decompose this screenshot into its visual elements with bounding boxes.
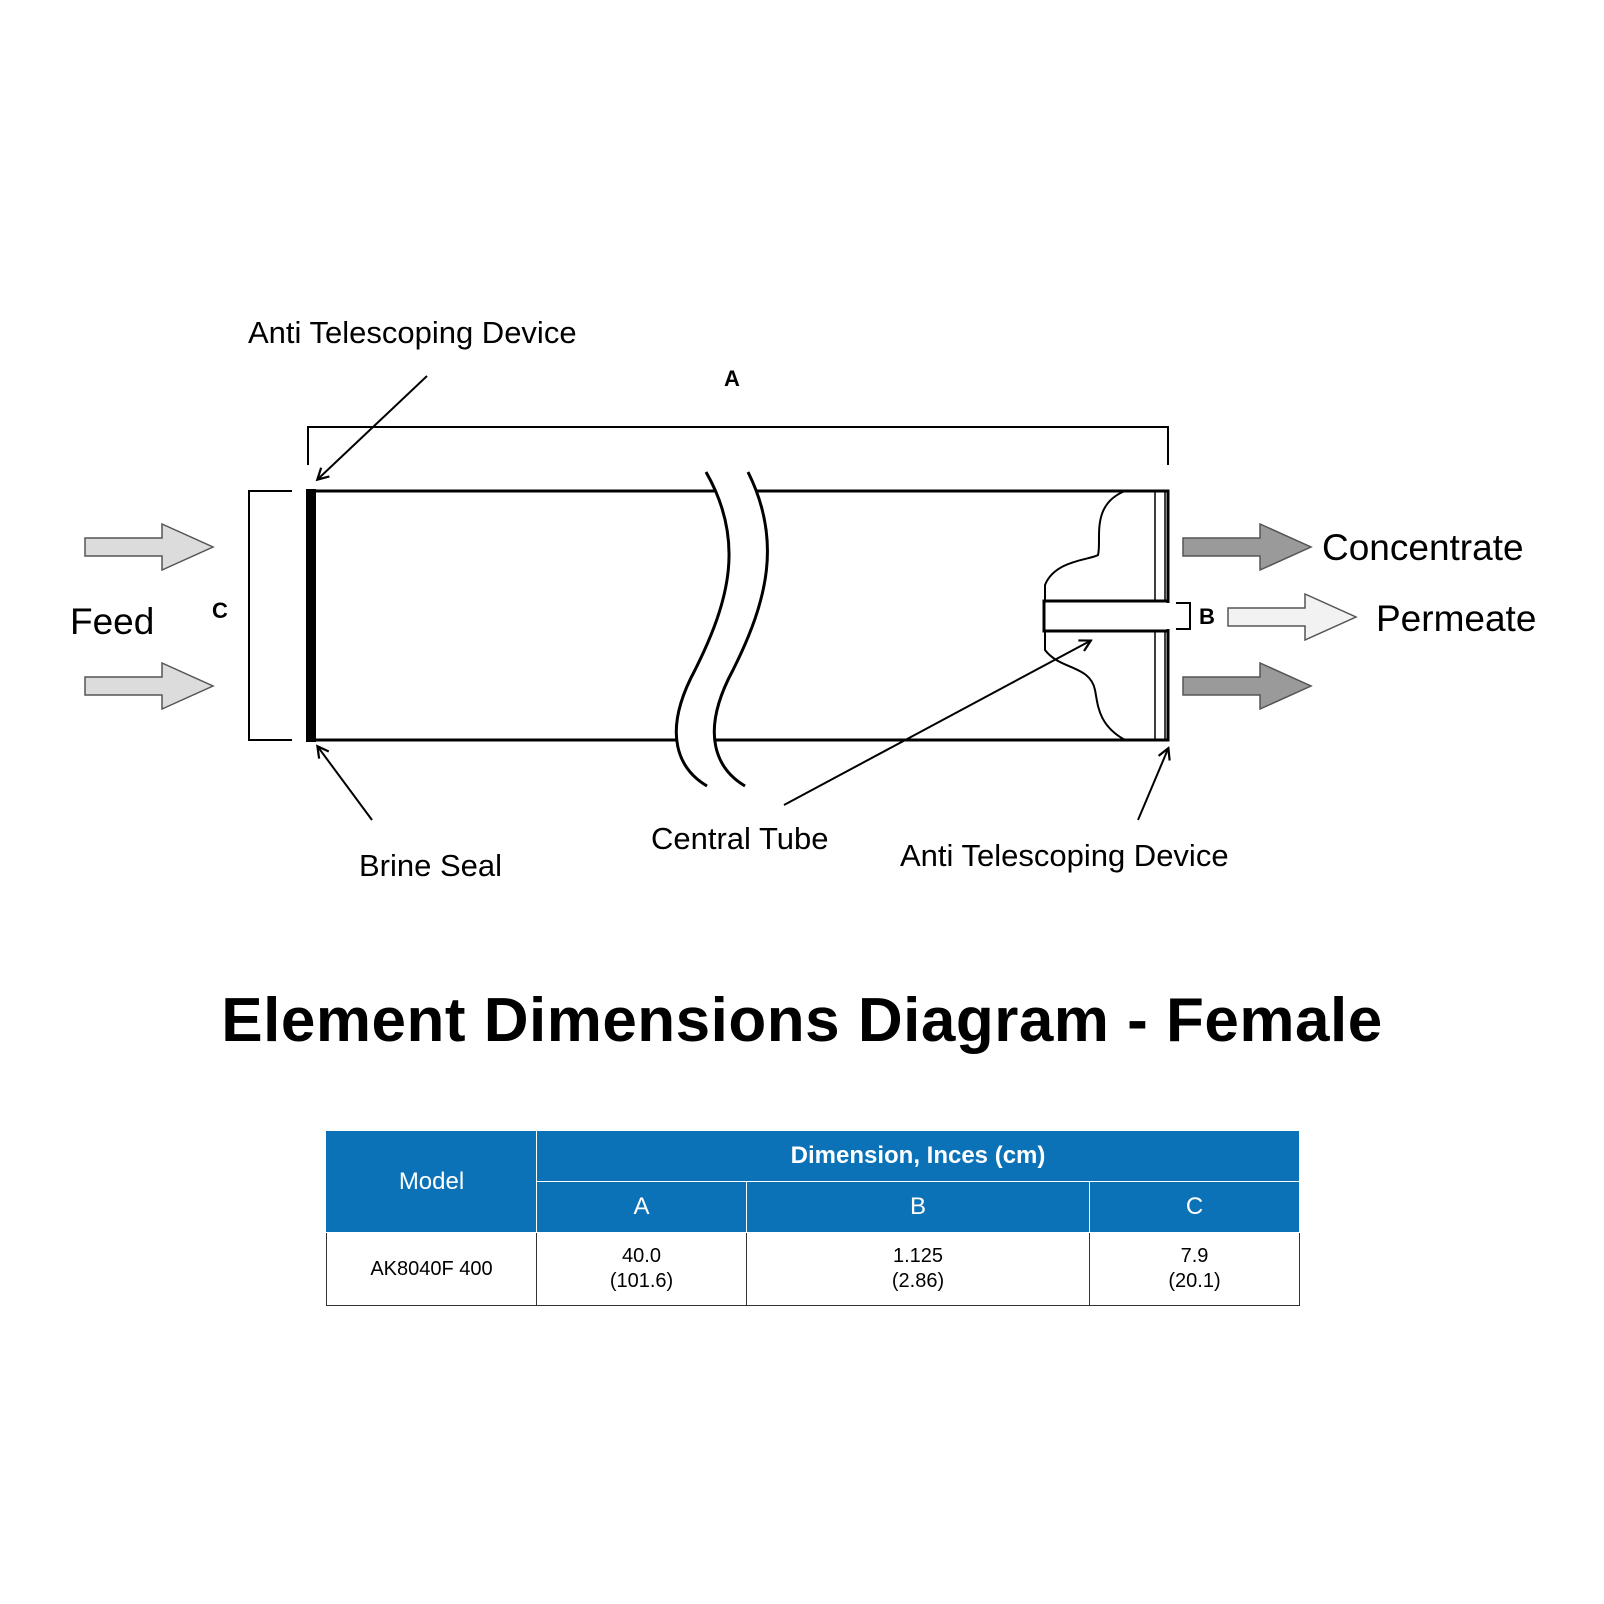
cell-c: 7.9 (20.1) bbox=[1088, 1232, 1301, 1306]
break-line-left bbox=[674, 471, 731, 788]
label-brine-seal: Brine Seal bbox=[359, 848, 502, 883]
leader-anti-telescoping-bottom bbox=[1137, 749, 1168, 821]
label-permeate: Permeate bbox=[1376, 598, 1536, 639]
element-diagram: A C B Anti Telescoping Device Feed Conce… bbox=[70, 315, 1536, 883]
feed-arrow-bottom bbox=[84, 661, 215, 711]
cell-a-cm: (101.6) bbox=[609, 1270, 674, 1292]
cell-b: 1.125 (2.86) bbox=[746, 1232, 1090, 1306]
cell-c-inches: 7.9 bbox=[1180, 1245, 1209, 1267]
page-title: Element Dimensions Diagram - Female bbox=[221, 986, 1383, 1055]
model-header: Model bbox=[326, 1130, 537, 1233]
label-anti-telescoping-bottom: Anti Telescoping Device bbox=[900, 838, 1229, 873]
cell-a-inches: 40.0 bbox=[622, 1245, 661, 1267]
leader-central-tube bbox=[783, 641, 1090, 806]
table-row: AK8040F 400 40.0 (101.6) 1.125 (2.86) 7.… bbox=[326, 1232, 1301, 1306]
label-anti-telescoping-top: Anti Telescoping Device bbox=[248, 315, 577, 350]
dimension-a-label: A bbox=[724, 366, 740, 391]
break-gap bbox=[676, 472, 768, 786]
dimension-b-bracket bbox=[1176, 602, 1191, 630]
break-line-right bbox=[712, 471, 769, 788]
column-header-c: C bbox=[1088, 1181, 1301, 1233]
leader-anti-telescoping-top bbox=[318, 375, 428, 479]
concentrate-arrow-bottom bbox=[1182, 661, 1313, 711]
cell-b-inches: 1.125 bbox=[892, 1245, 944, 1267]
column-header-b: B bbox=[746, 1181, 1090, 1233]
cell-model: AK8040F 400 bbox=[326, 1232, 537, 1306]
label-central-tube: Central Tube bbox=[651, 821, 829, 856]
leader-brine-seal bbox=[318, 747, 373, 821]
brine-seal-band bbox=[306, 489, 316, 742]
cell-c-cm: (20.1) bbox=[1168, 1270, 1221, 1292]
dimension-c-bracket bbox=[248, 490, 292, 741]
cell-a: 40.0 (101.6) bbox=[536, 1232, 747, 1306]
column-header-a: A bbox=[536, 1181, 747, 1233]
label-feed: Feed bbox=[70, 601, 154, 642]
cell-b-cm: (2.86) bbox=[891, 1270, 945, 1292]
dimension-b-label: B bbox=[1199, 604, 1215, 629]
central-tube bbox=[1042, 599, 1170, 633]
tube-opening-mask bbox=[1166, 603, 1172, 629]
dimension-group-header: Dimension, Inces (cm) bbox=[535, 1130, 1301, 1182]
dimension-a-bracket bbox=[307, 426, 1169, 465]
dimension-c-label: C bbox=[212, 598, 228, 623]
concentrate-arrow-top bbox=[1182, 522, 1313, 572]
permeate-arrow bbox=[1227, 592, 1358, 642]
dimensions-table: Model Dimension, Inces (cm) A B C AK8040… bbox=[326, 1130, 1301, 1306]
label-concentrate: Concentrate bbox=[1322, 527, 1524, 568]
feed-arrow-top bbox=[84, 522, 215, 572]
